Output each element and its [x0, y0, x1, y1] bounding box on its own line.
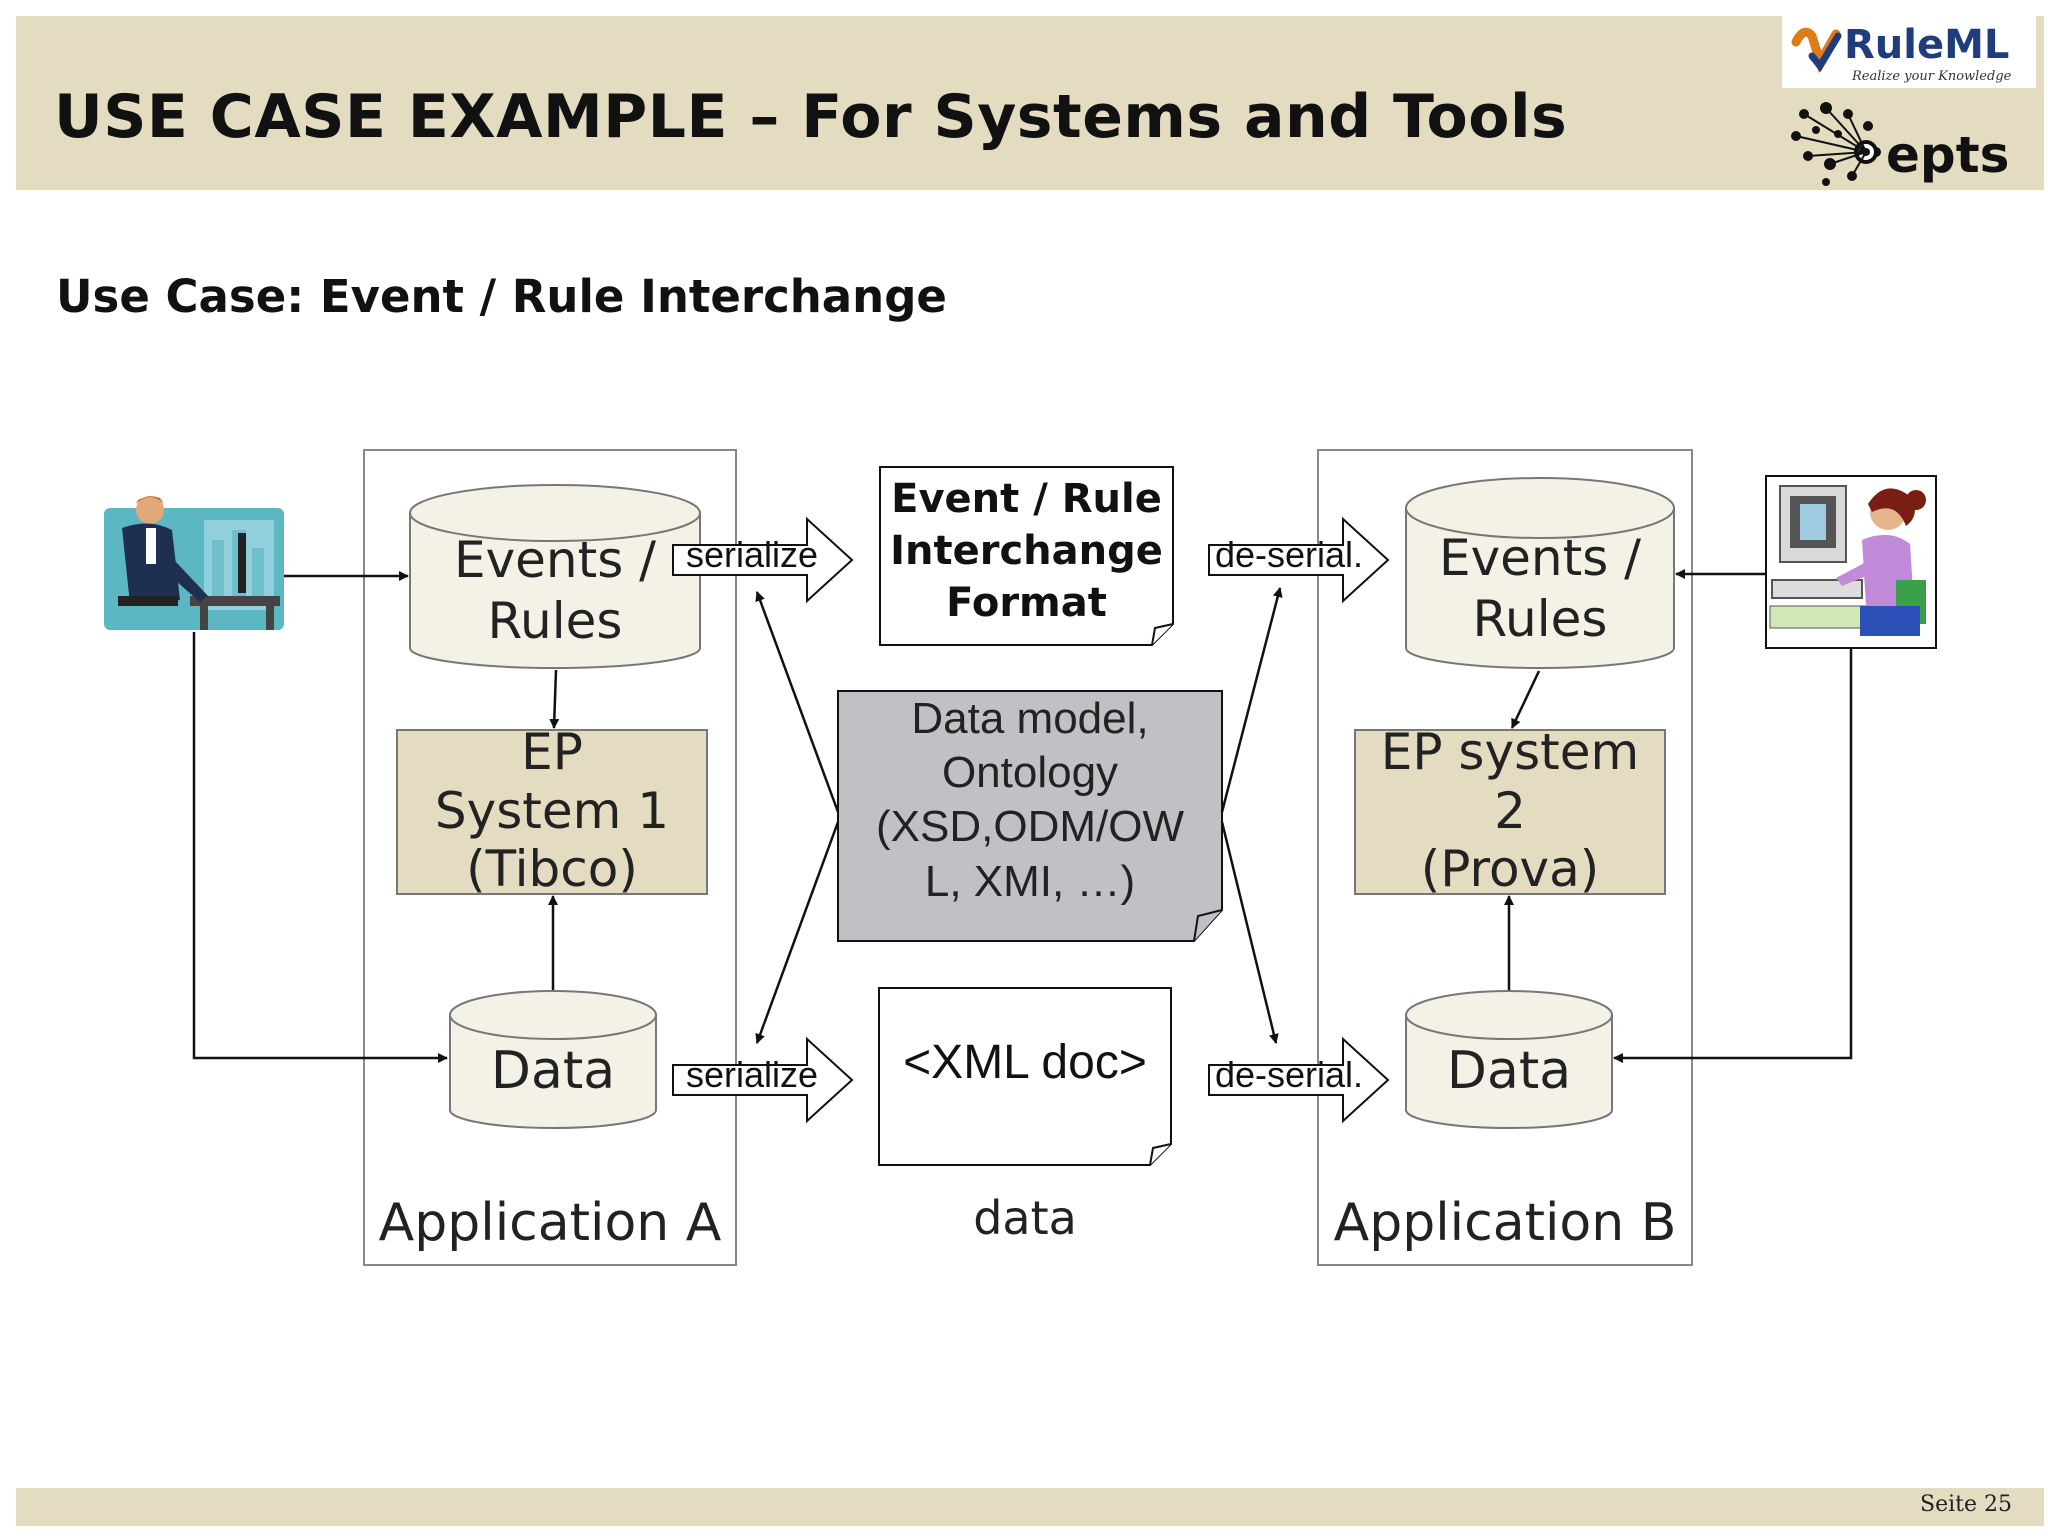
serialize-arrow-top	[672, 516, 854, 604]
application-b-container	[1317, 449, 1693, 1266]
app-b-ep-system-box	[1354, 729, 1666, 895]
page-number: Seite 25	[1920, 1492, 2012, 1517]
app-a-data-label: Data	[490, 1041, 616, 1101]
application-b-label: Application B	[1333, 1193, 1677, 1253]
interchange-format-label: Event / Rule Interchange Format	[890, 476, 1163, 626]
user-a-to-data-arrow	[192, 632, 448, 1063]
epts-logo: epts	[1786, 100, 2036, 192]
header-bar	[16, 16, 2044, 190]
ruleml-logo-tagline: Realize your Knowledge	[1851, 69, 2012, 84]
rules-to-ep1-arrow	[549, 669, 560, 729]
slide-title: USE CASE EXAMPLE – For Systems and Tools	[54, 82, 1568, 152]
app-b-events-rules-cylinder	[1405, 477, 1675, 669]
xml-doc-label: <XML doc>	[903, 1036, 1147, 1089]
ruleml-logo-text: RuleML	[1844, 22, 2009, 68]
serialize-label-top: serialize	[685, 534, 819, 575]
deserialize-label-bottom: de-serial.	[1214, 1054, 1364, 1095]
application-a-container	[363, 449, 737, 1266]
app-b-ep-system-label: EP system 2 (Prova)	[1380, 723, 1640, 898]
deserialize-label-top: de-serial.	[1214, 534, 1364, 575]
use-case-subtitle: Use Case: Event / Rule Interchange	[56, 270, 947, 323]
ruleml-logo: RuleML Realize your Knowledge	[1782, 12, 2036, 88]
app-b-data-cylinder	[1405, 990, 1613, 1129]
app-b-events-rules-label: Events / Rules	[1438, 529, 1642, 648]
app-b-data-label: Data	[1446, 1041, 1572, 1101]
app-a-events-rules-cylinder	[409, 484, 701, 669]
datamodel-to-deserialize-top-arrow	[1220, 587, 1283, 813]
epts-logo-text: epts	[1886, 126, 2009, 184]
datamodel-to-serialize-top-arrow	[755, 591, 840, 813]
footer-bar	[16, 1488, 2044, 1526]
app-a-events-rules-label: Events / Rules	[453, 531, 657, 650]
data-model-label: Data model, Ontology (XSD,ODM/OW L, XMI,…	[876, 694, 1184, 906]
app-a-data-cylinder	[449, 990, 657, 1129]
deserialize-arrow-bottom	[1208, 1036, 1390, 1124]
serialize-arrow-bottom	[672, 1036, 854, 1124]
user-b-to-data-arrow	[1613, 648, 1853, 1063]
serialize-label-bottom: serialize	[685, 1054, 819, 1095]
datamodel-to-deserialize-bottom-arrow	[1220, 821, 1279, 1044]
application-a-label: Application A	[378, 1193, 722, 1253]
data-caption: data	[973, 1191, 1077, 1245]
app-a-ep-system-box	[396, 729, 708, 895]
user-a-clipart	[104, 496, 284, 630]
rules-to-ep2-arrow	[1510, 670, 1541, 729]
datamodel-to-serialize-bottom-arrow	[755, 821, 840, 1044]
deserialize-arrow-top	[1208, 516, 1390, 604]
app-a-ep-system-label: EP System 1 (Tibco)	[434, 723, 670, 898]
user-b-clipart	[1765, 475, 1937, 649]
